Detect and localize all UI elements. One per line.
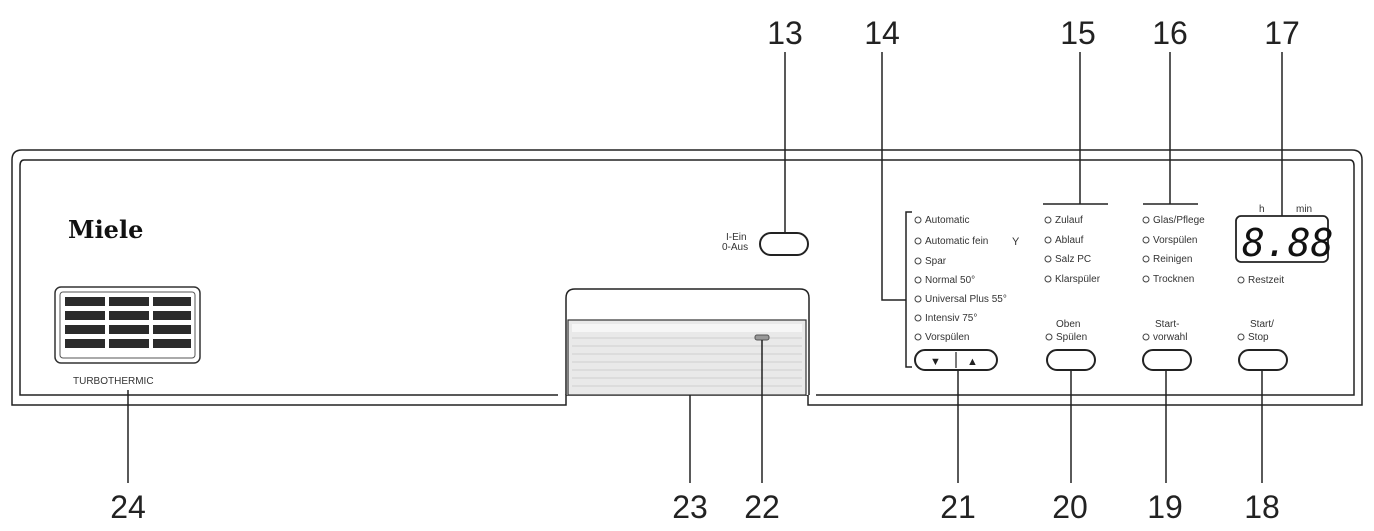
- program-led: [914, 257, 922, 265]
- power-button[interactable]: [759, 232, 809, 256]
- door-handle[interactable]: [565, 288, 810, 396]
- startvorwahl-label-line2: vorwahl: [1153, 332, 1187, 343]
- indicator-label: Zulauf: [1055, 215, 1083, 226]
- program-label[interactable]: Vorspülen: [925, 332, 969, 343]
- oben-spuelen-button[interactable]: [1046, 349, 1096, 371]
- indicator-label: Trocknen: [1153, 274, 1194, 285]
- program-select-rocker[interactable]: ▼ ▲: [914, 349, 998, 371]
- program-bracket: [905, 211, 912, 368]
- program-led: [914, 216, 922, 224]
- oben-label-line1: Oben: [1056, 319, 1080, 330]
- start-stop-label-line2: Stop: [1248, 332, 1269, 343]
- program-label[interactable]: Intensiv 75°: [925, 313, 977, 324]
- arrow-up-icon[interactable]: ▲: [967, 356, 978, 368]
- power-on-label: I-Ein: [726, 232, 747, 243]
- program-led: [914, 237, 922, 245]
- time-display-digits: 8.88: [1242, 221, 1334, 265]
- callout-24: 24: [110, 489, 146, 525]
- callout-15: 15: [1060, 15, 1096, 51]
- indicator-label: Vorspülen: [1153, 235, 1197, 246]
- indicator-label: Ablauf: [1055, 235, 1084, 246]
- program-label[interactable]: Automatic: [925, 215, 969, 226]
- restzeit-label: Restzeit: [1248, 275, 1284, 286]
- indicator-label: Klarspüler: [1055, 274, 1101, 285]
- program-led: [914, 314, 922, 322]
- indicator-group-16: Glas/Pflege Vorspülen Reinigen Trocknen: [1142, 215, 1205, 285]
- callout-21: 21: [940, 489, 976, 525]
- turbothermic-label: TURBOTHERMIC: [73, 376, 154, 387]
- callout-20: 20: [1052, 489, 1088, 525]
- glass-icon: Y: [1012, 236, 1020, 248]
- callout-22: 22: [744, 489, 780, 525]
- callout-16: 16: [1152, 15, 1188, 51]
- program-label[interactable]: Universal Plus 55°: [925, 294, 1007, 305]
- turbothermic-grille: TURBOTHERMIC: [54, 286, 201, 387]
- callout-17: 17: [1264, 15, 1300, 51]
- indicator-label: Glas/Pflege: [1153, 215, 1205, 226]
- handle-indicator-light: [754, 334, 770, 341]
- indicator-label: Salz PC: [1055, 254, 1091, 265]
- leader-lines: [127, 52, 1283, 483]
- start-stop-button[interactable]: [1238, 349, 1288, 371]
- power-off-label: 0-Aus: [722, 242, 748, 253]
- program-led: [914, 276, 922, 284]
- display-hours-label: h: [1259, 204, 1265, 215]
- miele-logo: Miele: [68, 215, 143, 244]
- program-led: [914, 295, 922, 303]
- callout-19: 19: [1147, 489, 1183, 525]
- program-label[interactable]: Normal 50°: [925, 275, 975, 286]
- display-minutes-label: min: [1296, 204, 1312, 215]
- oben-label-line2: Spülen: [1056, 332, 1087, 343]
- arrow-down-icon[interactable]: ▼: [930, 356, 941, 368]
- start-stop-label-line1: Start/: [1250, 319, 1274, 330]
- program-led: [914, 333, 922, 341]
- startvorwahl-label-line1: Start-: [1155, 319, 1179, 330]
- callout-14: 14: [864, 15, 900, 51]
- program-label[interactable]: Automatic fein: [925, 236, 988, 247]
- indicator-label: Reinigen: [1153, 254, 1192, 265]
- startvorwahl-button[interactable]: [1142, 349, 1192, 371]
- callout-23: 23: [672, 489, 708, 525]
- callout-13: 13: [767, 15, 803, 51]
- program-label[interactable]: Spar: [925, 256, 947, 267]
- program-list: Automatic Automatic fein Y Spar Normal 5…: [914, 215, 1020, 343]
- callout-18: 18: [1244, 489, 1280, 525]
- indicator-group-15: Zulauf Ablauf Salz PC Klarspüler: [1044, 215, 1101, 285]
